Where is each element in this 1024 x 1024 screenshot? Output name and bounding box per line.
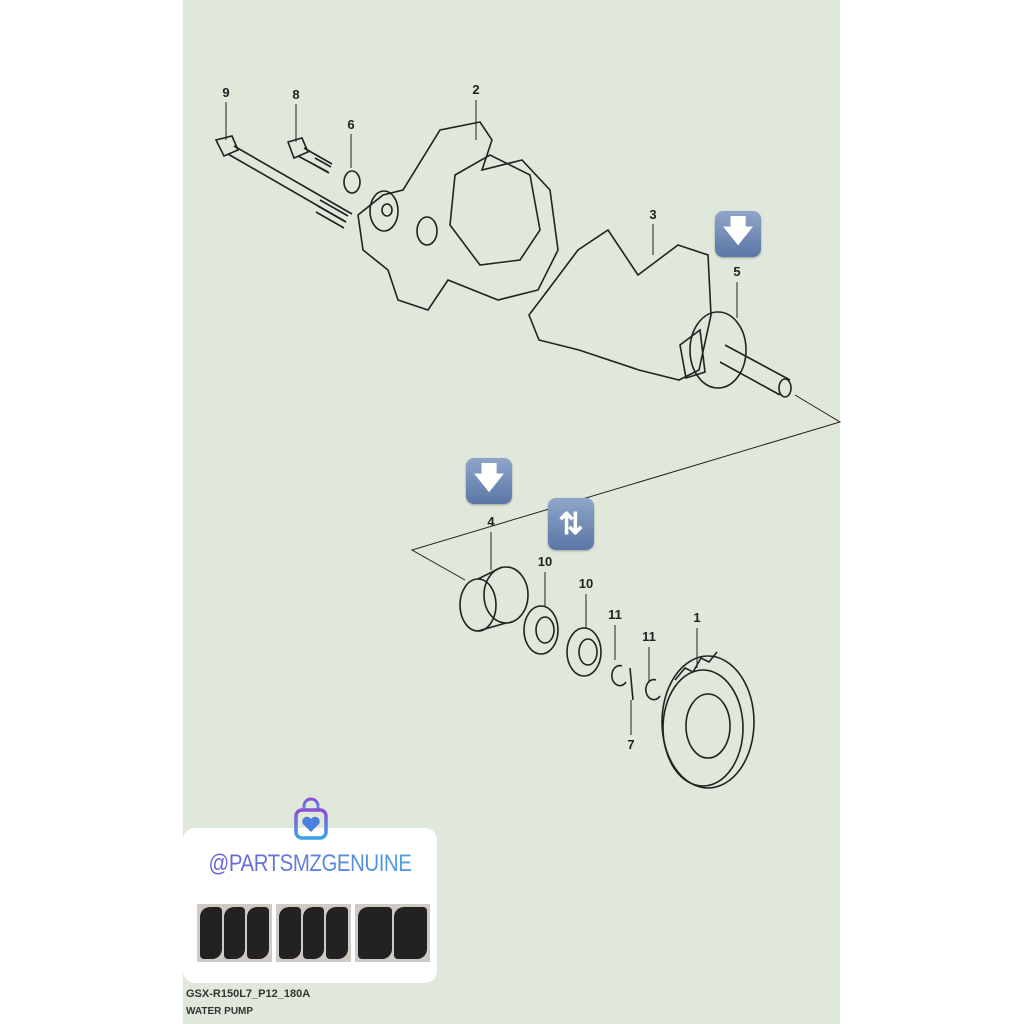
- pin-7: [629, 667, 634, 701]
- down-arrow-icon: 🡇: [715, 211, 761, 257]
- callout-10a: 10: [537, 554, 553, 569]
- bolt-9: [214, 135, 353, 229]
- mechanical-seal-4: [459, 566, 529, 632]
- bearing-10b: [566, 627, 602, 677]
- instagram-handle[interactable]: @PARTSMZGENUINE: [202, 850, 418, 878]
- circlip-11a: [611, 664, 627, 687]
- callout-8: 8: [292, 87, 300, 102]
- gasket-3: [528, 228, 712, 381]
- impeller-shaft-5: [679, 311, 792, 398]
- product-thumbnail[interactable]: [197, 904, 272, 962]
- product-thumbnail[interactable]: [355, 904, 430, 962]
- promo-card: @PARTSMZGENUINE: [183, 828, 437, 983]
- bearing-10a: [523, 605, 559, 655]
- swap-arrows-icon: ⇅: [548, 498, 594, 550]
- callout-11b: 11: [642, 629, 656, 644]
- product-thumbnail[interactable]: [276, 904, 351, 962]
- callout-10b: 10: [578, 576, 594, 591]
- diagram-title: WATER PUMP: [186, 1006, 254, 1017]
- callout-4: 4: [487, 514, 495, 529]
- circlip-11b: [645, 678, 661, 701]
- callout-7: 7: [627, 737, 635, 752]
- callout-1: 1: [693, 610, 701, 625]
- washer-6: [343, 170, 361, 194]
- pump-housing-2: [357, 121, 559, 311]
- callout-2: 2: [472, 82, 480, 97]
- callout-3: 3: [649, 207, 657, 222]
- pump-gear-1: [661, 651, 755, 789]
- bolt-8: [286, 137, 333, 174]
- shopping-bag-heart-icon: [294, 797, 328, 840]
- product-thumbnails: [197, 904, 430, 962]
- callout-11a: 11: [608, 607, 622, 622]
- callout-6: 6: [347, 117, 355, 132]
- callout-9: 9: [222, 85, 230, 100]
- down-arrow-icon: 🡇: [466, 458, 512, 504]
- leader-lines: [225, 100, 842, 735]
- diagram-code: GSX-R150L7_P12_180A: [186, 988, 311, 1000]
- callout-5: 5: [733, 264, 741, 279]
